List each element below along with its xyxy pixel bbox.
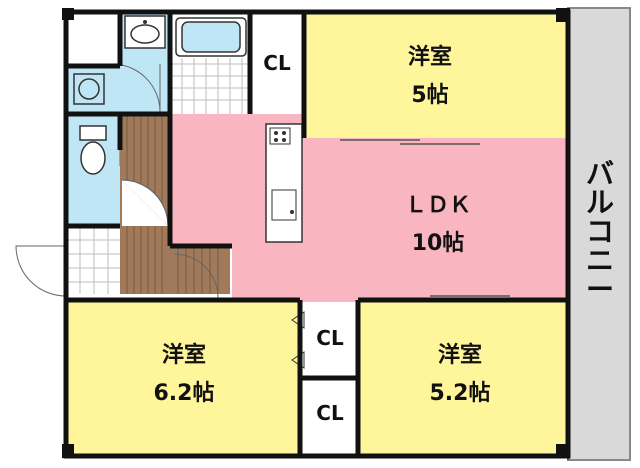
closet-middle: CL [291, 304, 356, 376]
ldk-name: ＬＤＫ [405, 193, 471, 218]
balcony-label-3: コ [586, 215, 614, 248]
western-right-size: 5.2帖 [430, 381, 491, 406]
stove-icon [269, 127, 291, 145]
corner-posts [62, 8, 570, 458]
balcony-label-4: ニ [586, 244, 614, 277]
balcony-label-5: ー [586, 273, 614, 306]
western-room-left: 洋室 6.2帖 [66, 302, 300, 454]
bathroom [170, 14, 250, 114]
washing-machine-icon [73, 73, 105, 105]
cl-bottom-label: CL [316, 401, 344, 425]
western-right-name: 洋室 [438, 342, 482, 368]
western-left-name: 洋室 [162, 342, 206, 368]
western-room-right: 洋室 5.2帖 [360, 302, 568, 454]
western-left-size: 6.2帖 [154, 381, 215, 406]
closet-top: CL [250, 14, 320, 114]
ldk: ＬＤＫ 10帖 [170, 114, 568, 302]
balcony: バ ル コ ニ ー [567, 7, 631, 461]
sink-icon [271, 189, 297, 221]
cl-top-label: CL [263, 51, 291, 75]
bathtub-icon [175, 17, 247, 57]
western-top-name: 洋室 [408, 44, 452, 70]
cl-middle-label: CL [316, 326, 344, 350]
washbasin-icon [124, 15, 166, 49]
toilet-icon [79, 125, 107, 175]
kitchen-counter [265, 123, 303, 243]
closet-bottom: CL [304, 380, 369, 454]
ldk-size: 10帖 [412, 231, 465, 256]
toilet-room [66, 114, 121, 226]
balcony-label-2: ル [586, 186, 614, 219]
western-room-top: 洋室 5帖 [304, 14, 568, 138]
hallway [120, 114, 230, 299]
balcony-label-1: バ [586, 157, 614, 190]
entrance [15, 226, 120, 297]
western-top-size: 5帖 [411, 83, 448, 108]
entrance-door-swing-icon [15, 245, 67, 297]
